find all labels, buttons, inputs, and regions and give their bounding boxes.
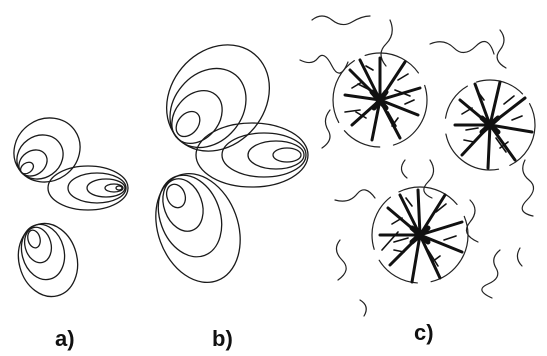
panel-a-drawing — [1, 105, 128, 303]
panel-a-group-2 — [48, 166, 128, 210]
panel-c-drawing — [300, 16, 535, 316]
panel-b-group-2 — [196, 123, 308, 187]
panel-b-drawing — [141, 24, 308, 294]
panel-b-label: b) — [212, 326, 233, 352]
spherulite-3 — [372, 187, 468, 283]
panel-a-group-3 — [10, 217, 85, 303]
spherulite-1 — [333, 53, 427, 147]
panel-a-group-1 — [1, 105, 92, 195]
panel-a-label: a) — [55, 326, 75, 352]
panel-b-group-3 — [141, 162, 254, 295]
panel-c-label: c) — [414, 320, 434, 346]
panel-c-loose-threads — [300, 16, 534, 316]
panel-b-group-1 — [145, 24, 290, 172]
spherulite-2 — [445, 80, 535, 170]
